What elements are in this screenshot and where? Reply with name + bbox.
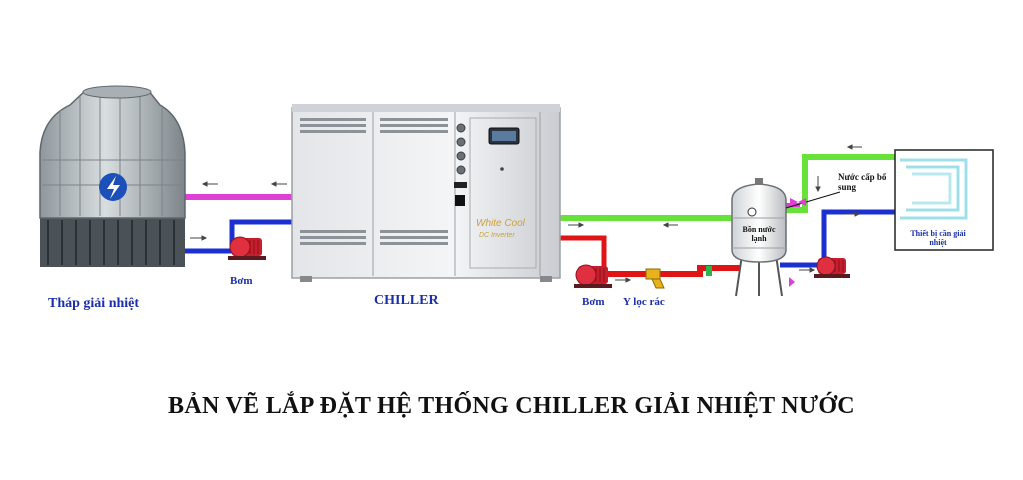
pump-left-icon [228, 236, 266, 260]
makeup-leader-line [785, 191, 841, 209]
flow-arrows [190, 144, 862, 283]
chiller-vent-louvers [300, 118, 448, 245]
chiller-sticker [455, 195, 465, 206]
arrow-right-icon [190, 235, 208, 241]
arrow-right-icon [799, 267, 816, 273]
pipe-return-red [608, 265, 740, 277]
label-pump-right: Bơm [582, 296, 605, 308]
label-strainer: Y lọc rác [623, 296, 665, 308]
chiller-control-door [469, 117, 537, 269]
pipe-tank-outlet [780, 209, 900, 268]
cooling-tower [39, 85, 186, 267]
chiller-unit: White Cool DC Inverter [291, 104, 561, 282]
tank-level-gauge-icon [747, 207, 757, 217]
arrow-down-icon [815, 176, 821, 193]
pump-device-icon [814, 256, 850, 278]
valve-icon [790, 198, 806, 206]
arrow-left-icon [846, 144, 862, 150]
arrow-left-icon [270, 181, 287, 187]
label-pump-left: Bơm [230, 275, 253, 287]
chiller-nameplate [454, 182, 467, 188]
chiller-brand-subtitle: DC Inverter [479, 232, 515, 239]
cold-water-tank [731, 178, 787, 297]
label-chiller: CHILLER [374, 293, 439, 308]
pump-right-icon [574, 264, 612, 288]
chiller-brand-name: White Cool [476, 218, 526, 229]
diagram-title: BẢN VẼ LẮP ĐẶT HỆ THỐNG CHILLER GIẢI NHI… [168, 393, 855, 419]
arrow-right-icon [615, 277, 632, 283]
pipe-cooling-supply [183, 219, 292, 254]
pipe-red-riser [555, 235, 607, 268]
label-tank: Bồn nước lạnh [742, 225, 776, 243]
arrow-left-icon [201, 181, 218, 187]
label-cooling-tower: Tháp giải nhiệt [48, 296, 140, 311]
valve-icon [789, 277, 795, 287]
y-strainer-icon [645, 266, 712, 289]
label-makeup-water: Nước cấp bổ sung [838, 172, 887, 192]
label-device: Thiết bị cần giải nhiệt [910, 229, 966, 247]
chiller-gauges [456, 123, 466, 175]
device-to-cool [894, 149, 994, 251]
arrow-left-icon [662, 222, 678, 228]
arrow-right-icon [843, 211, 861, 217]
arrow-right-icon [568, 222, 585, 228]
